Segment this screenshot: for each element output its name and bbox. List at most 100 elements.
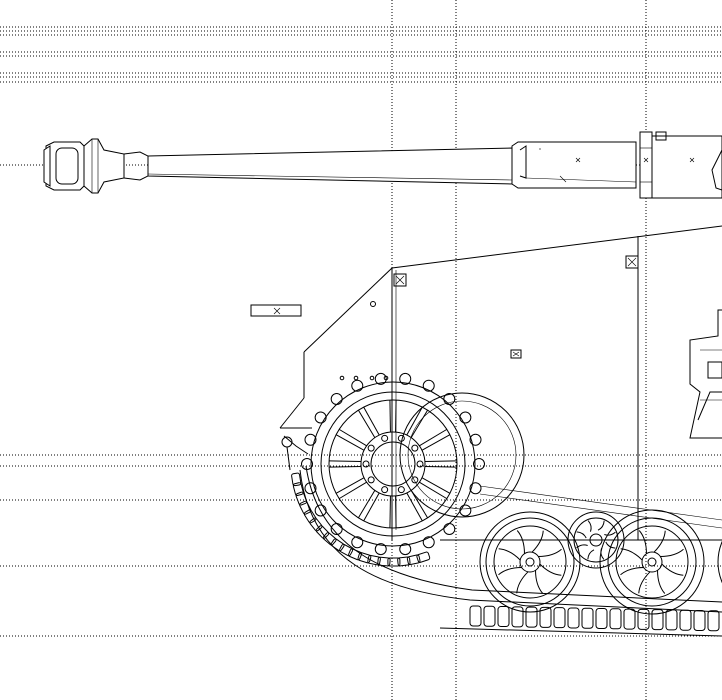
sprocket-tooth	[473, 458, 485, 470]
track-link	[693, 609, 706, 631]
track-assembly	[291, 465, 722, 637]
track-link	[595, 608, 608, 630]
wheel-spoke	[587, 549, 595, 560]
sprocket-tooth	[422, 379, 435, 392]
track-link	[483, 605, 496, 627]
track-link	[322, 532, 337, 546]
track-link	[309, 517, 323, 532]
sprocket-bolt	[397, 486, 405, 494]
stowage-rack	[689, 309, 722, 439]
sprocket-spoke	[389, 400, 391, 433]
wheel-spoke	[661, 563, 684, 576]
sprocket-spoke	[335, 477, 365, 494]
sprocket-bolt	[411, 444, 419, 452]
sprocket-bolt	[397, 434, 405, 442]
sprocket-teeth	[301, 372, 485, 556]
wheel-spoke	[535, 570, 544, 594]
track-link	[416, 551, 431, 563]
track-link	[707, 610, 720, 632]
track-link	[637, 608, 650, 630]
track-link	[377, 556, 391, 567]
wheel-spoke	[605, 541, 616, 549]
wheel-spoke	[539, 563, 562, 576]
track-link	[665, 609, 678, 631]
recoil-sleeve	[511, 141, 637, 189]
sprocket-tooth	[443, 393, 456, 406]
wheel-spoke	[516, 530, 525, 554]
track-link	[623, 608, 636, 630]
track-link	[387, 557, 401, 567]
sprocket-tooth	[459, 504, 472, 517]
sprocket-tooth	[330, 522, 343, 535]
sprocket-spoke	[395, 495, 397, 528]
wheel-spoke	[620, 548, 643, 561]
track-link	[469, 605, 482, 627]
track-link	[357, 552, 372, 564]
main-gun	[43, 131, 722, 199]
road-wheel-4-partial	[717, 540, 722, 584]
wheel-spoke	[576, 544, 588, 549]
sprocket-bolt	[381, 486, 389, 494]
sprocket-tooth	[304, 482, 317, 495]
track-link	[511, 606, 524, 628]
track-link	[291, 472, 302, 487]
sprocket-bolt	[416, 460, 424, 468]
track-link	[397, 556, 411, 567]
track-link	[553, 607, 566, 629]
wheel-spoke	[657, 570, 666, 594]
sprocket-spoke	[357, 490, 376, 519]
track-link	[330, 538, 345, 552]
sprocket-spoke	[419, 481, 448, 500]
road-wheel-3	[599, 509, 705, 615]
track-link	[292, 482, 304, 496]
sprocket-tooth	[351, 379, 364, 392]
sprocket-tooth	[422, 536, 435, 549]
sprocket-spoke	[424, 460, 457, 462]
wheel-spoke	[516, 571, 529, 594]
sprocket-spoke	[357, 409, 376, 438]
track-link	[609, 608, 622, 630]
road-wheel-3-spokes	[620, 530, 684, 594]
gun-mantlet	[639, 131, 722, 199]
sprocket-bolt	[367, 476, 375, 484]
sprocket-tooth	[469, 433, 482, 446]
sprocket-tooth	[314, 411, 327, 424]
tow-hook	[281, 435, 309, 471]
track-link	[303, 509, 317, 524]
track-link	[295, 491, 308, 506]
sprocket-spoke	[419, 428, 448, 447]
sprocket-spoke	[424, 466, 457, 468]
track-link	[525, 606, 538, 628]
sprocket-spoke	[363, 406, 380, 436]
track-link	[679, 609, 692, 631]
sprocket-spoke	[389, 495, 391, 528]
track-link	[339, 543, 354, 557]
sprocket-bolt	[367, 444, 375, 452]
sprocket-tooth	[351, 536, 364, 549]
sprocket-spoke	[410, 409, 429, 438]
track-link	[367, 554, 381, 566]
drive-sprocket	[301, 372, 485, 556]
wheel-spoke	[597, 520, 605, 531]
track-link	[497, 606, 510, 628]
sprocket-tooth	[399, 543, 412, 556]
track-link	[651, 609, 664, 631]
muzzle-brake	[43, 138, 149, 194]
sprocket-spoke	[363, 492, 380, 522]
wheel-spoke	[498, 548, 521, 561]
track-link	[539, 606, 552, 628]
wheel-spoke	[620, 567, 644, 576]
wheel-spoke	[653, 530, 666, 553]
sprocket-tooth	[304, 433, 317, 446]
track-link	[567, 607, 580, 629]
sprocket-bolt	[411, 476, 419, 484]
wheel-spoke	[538, 548, 562, 557]
wheel-spoke	[638, 530, 647, 554]
wheel-spoke	[587, 520, 592, 532]
sprocket-spoke	[406, 406, 423, 436]
sprocket-tooth	[374, 372, 387, 385]
sprocket-spoke	[338, 481, 367, 500]
wheel-spoke	[498, 567, 522, 576]
